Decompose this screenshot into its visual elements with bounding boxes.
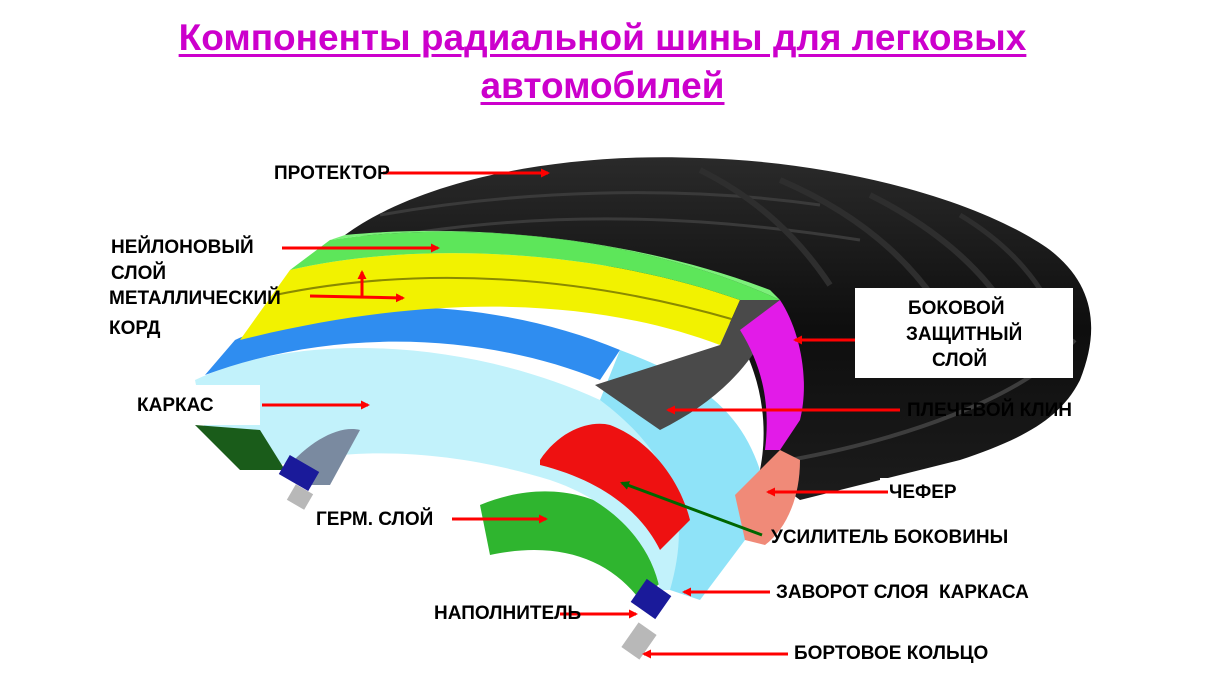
- filler-left: [278, 454, 320, 492]
- page-title: Компоненты радиальной шины для легковых …: [0, 14, 1205, 110]
- label-chafer-text: ЧЕФЕР: [889, 482, 957, 503]
- label-nylon: НЕЙЛОНОВЫЙ СЛОЙ: [111, 235, 254, 287]
- nylon-top-layer: [330, 230, 780, 300]
- chafer-layer: [735, 450, 800, 545]
- label-bead: БОРТОВОЕ КОЛЬЦО: [794, 641, 988, 667]
- label-chafer: ЧЕФЕР: [889, 480, 957, 506]
- label-inner-liner: ГЕРМ. СЛОЙ: [316, 507, 433, 533]
- tread-groove: [379, 191, 821, 217]
- tread-groove: [698, 167, 833, 287]
- arrow-reinforcement: [620, 481, 763, 537]
- steel-cord-line: [274, 276, 736, 321]
- sidewall-protective-layer: [740, 300, 804, 450]
- bead-left: [286, 484, 314, 510]
- carcass-blue-layer: [205, 307, 620, 380]
- title-line-2: автомобилей: [480, 65, 725, 106]
- label-sidewall-line2: ЗАЩИТНЫЙ: [906, 324, 1023, 345]
- tread-groove: [778, 177, 938, 302]
- filler-right: [630, 578, 672, 620]
- label-carcass-text: КАРКАС: [137, 395, 214, 416]
- label-shoulder-wedge-text: ПЛЕЧЕВОЙ КЛИН: [907, 400, 1072, 421]
- label-nylon-line2: СЛОЙ: [111, 263, 167, 284]
- label-tread: ПРОТЕКТОР: [274, 161, 390, 187]
- label-reinforcement: УСИЛИТЕЛЬ БОКОВИНЫ: [771, 525, 1008, 551]
- label-steel-line1: МЕТАЛЛИЧЕСКИЙ: [109, 288, 281, 309]
- title-line-1: Компоненты радиальной шины для легковых: [178, 17, 1027, 58]
- label-turnup: ЗАВОРОТ СЛОЯ КАРКАСА: [776, 580, 1029, 606]
- label-bead-text: БОРТОВОЕ КОЛЬЦО: [794, 643, 989, 664]
- label-carcass: КАРКАС: [137, 393, 214, 419]
- shoulder-wedge-layer: [595, 300, 780, 430]
- label-filler: НАПОЛНИТЕЛЬ: [434, 601, 581, 627]
- label-bg-carcass: [130, 385, 260, 425]
- label-bg-sidewall: [855, 288, 1073, 378]
- label-steel-line2: КОРД: [109, 318, 161, 339]
- carcass-light-layer: [195, 347, 700, 590]
- tread-groove: [419, 217, 861, 242]
- carcass-left-edge: [195, 425, 285, 470]
- label-nylon-line1: НЕЙЛОНОВЫЙ: [111, 237, 254, 258]
- label-reinforcement-text: УСИЛИТЕЛЬ БОКОВИНЫ: [771, 527, 1009, 548]
- arrow-steel: [309, 293, 405, 303]
- label-shoulder-wedge: ПЛЕЧЕВОЙ КЛИН: [907, 398, 1072, 424]
- label-bg-chafer: [880, 478, 970, 506]
- label-steel: МЕТАЛЛИЧЕСКИЙ КОРД: [109, 286, 281, 342]
- label-filler-text: НАПОЛНИТЕЛЬ: [434, 603, 582, 624]
- sidewall-reinforcement-layer: [540, 423, 690, 550]
- label-sidewall-line1: БОКОВОЙ: [908, 298, 1005, 319]
- bead-right: [621, 622, 657, 660]
- label-tread-text: ПРОТЕКТОР: [274, 163, 390, 184]
- label-inner-liner-text: ГЕРМ. СЛОЙ: [316, 509, 434, 530]
- label-sidewall-line3: СЛОЙ: [932, 350, 988, 371]
- label-sidewall: БОКОВОЙ ЗАЩИТНЫЙ СЛОЙ: [906, 296, 1022, 374]
- label-turnup-text: ЗАВОРОТ СЛОЯ КАРКАСА: [776, 582, 1029, 603]
